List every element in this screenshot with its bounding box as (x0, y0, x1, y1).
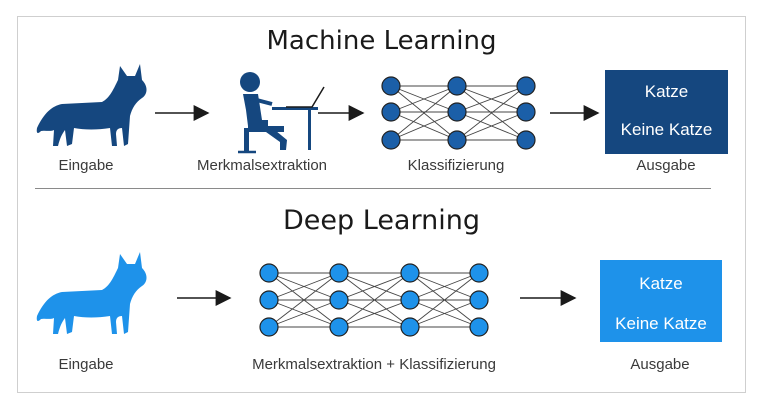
ml-feature-label: Merkmalsextraktion (196, 157, 328, 174)
network-edge (268, 272, 340, 301)
output-option: Keine Katze (615, 314, 707, 333)
network-node (400, 317, 420, 337)
network-edge (338, 299, 411, 328)
network-node (329, 290, 349, 310)
section-divider (35, 188, 711, 189)
dl-output-box: Katze Keine Katze (600, 260, 722, 342)
network-edge (456, 111, 527, 141)
network-node (447, 102, 467, 122)
dl-title: Deep Learning (283, 205, 480, 236)
ml-input-label: Eingabe (58, 157, 114, 174)
output-option: Keine Katze (620, 120, 713, 139)
network-edge (456, 85, 527, 113)
network-edge (456, 85, 527, 141)
network-edge (409, 299, 480, 328)
network-node (259, 290, 279, 310)
network-node (381, 102, 401, 122)
ml-output-label: Ausgabe (636, 157, 696, 174)
network-edge (390, 111, 458, 141)
cat-icon (36, 64, 147, 146)
person-at-desk-icon (238, 72, 325, 154)
network-node (400, 263, 420, 283)
network-node (381, 76, 401, 96)
ml-classify-label: Klassifizierung (407, 157, 505, 174)
network-node (516, 102, 536, 122)
network-edge (338, 272, 411, 301)
network-node (259, 263, 279, 283)
network-node (516, 76, 536, 96)
network-node (381, 130, 401, 150)
network-node (447, 76, 467, 96)
network-node (516, 130, 536, 150)
dl-input-label: Eingabe (58, 356, 114, 373)
network-node (329, 263, 349, 283)
network-node (259, 317, 279, 337)
network-edge (409, 272, 480, 301)
network-node (447, 130, 467, 150)
output-option: Katze (639, 274, 683, 293)
ml-output-box: Katze Keine Katze (605, 70, 728, 154)
network-node (469, 290, 489, 310)
network-edge (390, 85, 458, 113)
network-edge (268, 299, 340, 328)
ml-neural-network (381, 76, 536, 150)
ml-title: Machine Learning (266, 26, 497, 56)
output-option: Katze (644, 82, 689, 101)
network-node (469, 317, 489, 337)
dl-combined-label: Merkmalsextraktion + Klassifizierung (252, 356, 496, 373)
network-node (400, 290, 420, 310)
network-edge (338, 272, 411, 328)
cat-icon (36, 252, 147, 334)
network-node (469, 263, 489, 283)
network-node (329, 317, 349, 337)
network-edge (409, 272, 480, 328)
dl-neural-network (259, 263, 489, 337)
network-edge (268, 272, 340, 328)
dl-output-label: Ausgabe (630, 356, 690, 373)
network-edge (390, 85, 458, 141)
